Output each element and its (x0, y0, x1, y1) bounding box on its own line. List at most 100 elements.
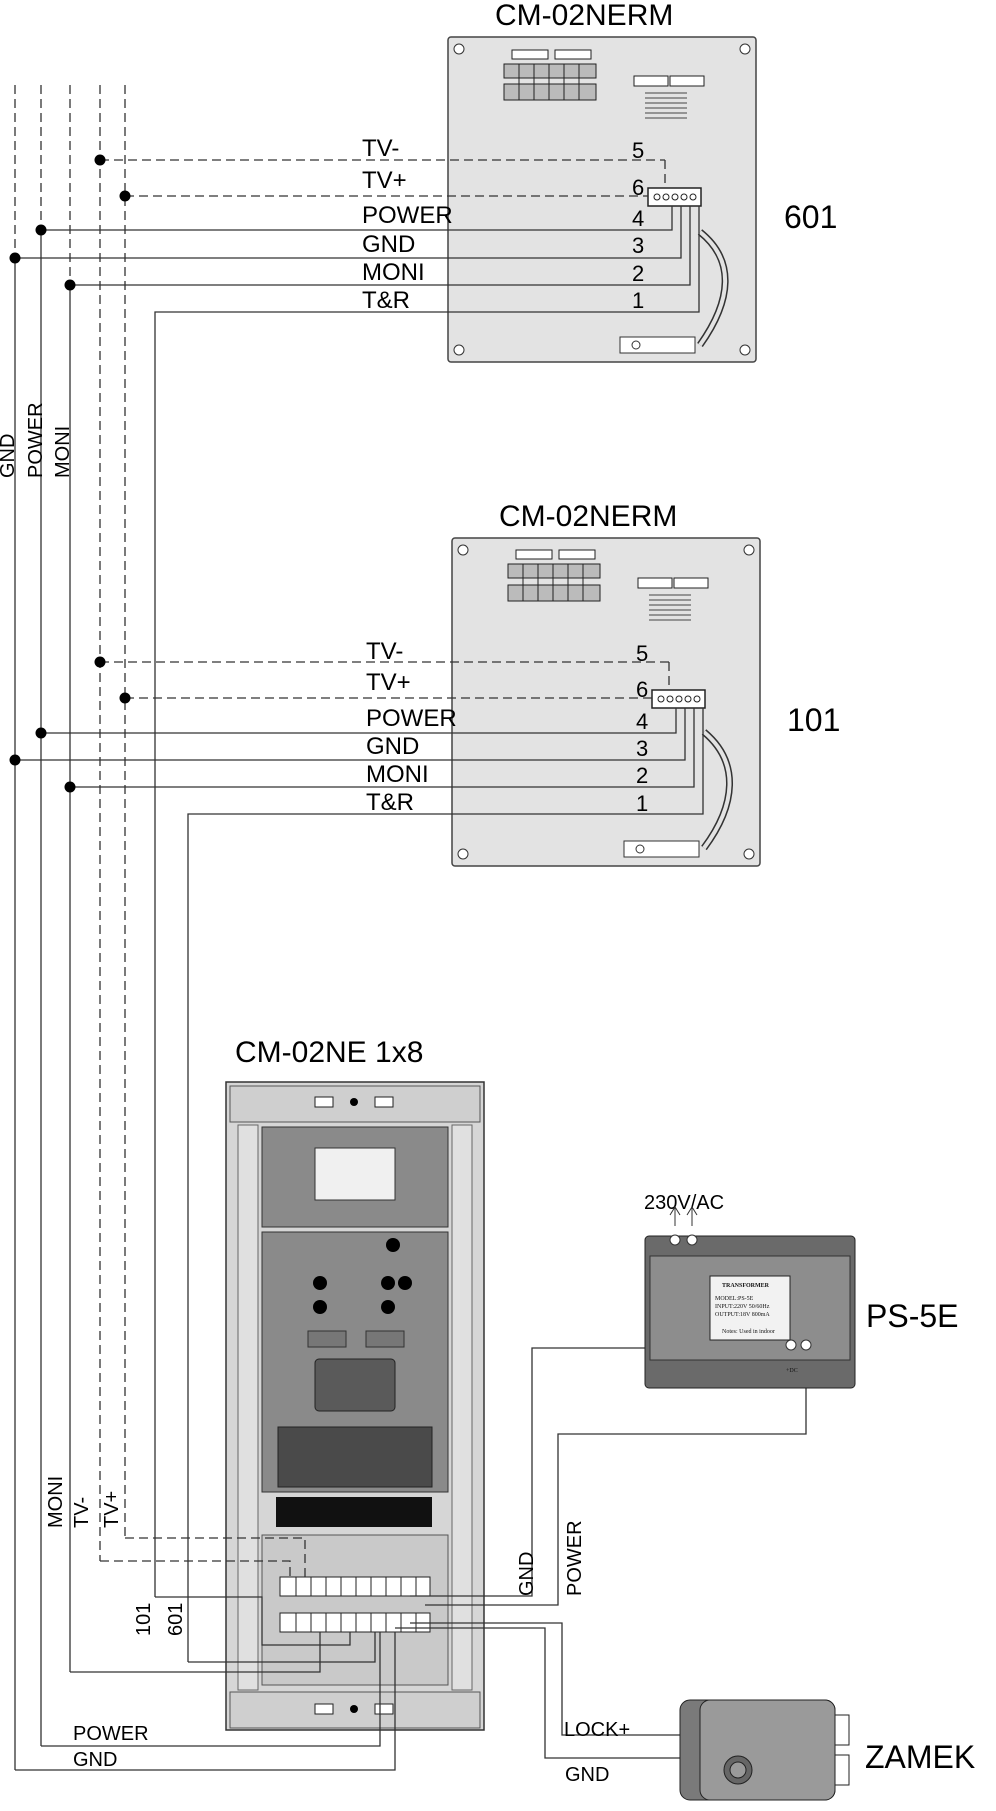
wire-power-ds (41, 1632, 381, 1747)
junction-dot (119, 190, 131, 202)
pin-number: 5 (636, 641, 648, 666)
wire-lock-gnd (395, 1627, 682, 1759)
monitor-601-wires (9, 154, 700, 1597)
wire-psu-power (425, 1345, 807, 1606)
wire-601-ds (155, 1596, 351, 1646)
handset-cable-icon (623, 729, 733, 858)
terminal-label: T&R (362, 287, 410, 314)
wire-moni (70, 708, 695, 788)
terminal-label: POWER (366, 705, 457, 732)
pin-number: 6 (636, 677, 648, 702)
wire-gnd-ds (15, 1632, 396, 1771)
junction-dot (64, 279, 76, 291)
lock-gnd-label: GND (565, 1764, 609, 1786)
screw-icon (453, 344, 465, 356)
door-lock: ZAMEK (679, 1699, 975, 1801)
power-supply: 230V/AC TRANSFORMER MODEL:PS-5E INPUT:22… (644, 1192, 958, 1389)
wire-101-ds (188, 1632, 376, 1663)
terminal-label: MONI (366, 761, 429, 788)
psu-model: PS-5E (866, 1298, 958, 1334)
terminal-label: GND (362, 231, 415, 258)
screw-icon (457, 848, 469, 860)
wire-gnd (15, 708, 686, 761)
screw-icon (743, 848, 755, 860)
terminal-icon (669, 1234, 681, 1246)
terminal-label: TV- (362, 135, 399, 162)
terminal-area (261, 1534, 449, 1686)
bus-label-gnd: GND (0, 434, 19, 478)
camera-window (314, 1147, 396, 1201)
handset-cable-icon (619, 229, 729, 354)
plate-line: Notes: Used in indoor (722, 1329, 775, 1335)
monitor-601-terminal-labels: TV- TV+ POWER GND MONI T&R 5 6 4 3 2 1 (362, 135, 644, 314)
door-station-model: CM-02NE 1x8 (235, 1036, 423, 1069)
screw-icon (739, 344, 751, 356)
side-rail (237, 1124, 259, 1691)
wire-moni (70, 206, 691, 286)
speaker-grille (314, 1358, 396, 1412)
monitor-101: CM-02NERM (451, 500, 840, 867)
junction-dot (119, 692, 131, 704)
connector-icon (637, 577, 709, 621)
psu-label-power: POWER (564, 1520, 586, 1596)
terminal-block-icon (507, 549, 601, 602)
psu-label-gnd: GND (516, 1552, 538, 1596)
monitor-board (447, 36, 757, 363)
pin-number: 2 (636, 763, 648, 788)
terminal-icon (800, 1339, 812, 1351)
wire-power (41, 708, 677, 734)
junction-dot (94, 154, 106, 166)
terminal-label: GND (366, 733, 419, 760)
bus-label-moni: MONI (52, 426, 74, 478)
wire-gnd (15, 206, 682, 259)
junction-dot (35, 727, 47, 739)
pin-number: 6 (632, 175, 644, 200)
door-label-601: 601 (165, 1603, 187, 1636)
screw-icon (739, 43, 751, 55)
plate-mark: +DC (786, 1368, 798, 1374)
plate-title: TRANSFORMER (722, 1283, 770, 1289)
junction-dot (9, 252, 21, 264)
wire-tv-minus-ds (100, 1560, 291, 1577)
terminal-label: TV+ (362, 167, 407, 194)
lock-plus-label: LOCK+ (564, 1719, 630, 1741)
monitor-101-terminal-labels: TV- TV+ POWER GND MONI T&R 5 6 4 3 2 1 (366, 638, 648, 816)
pin-number: 4 (636, 709, 648, 734)
bus-label-power: POWER (25, 402, 47, 478)
screw-icon (743, 544, 755, 556)
name-plate (277, 1426, 433, 1488)
bottom-label-power: POWER (73, 1723, 149, 1745)
door-label-101: 101 (133, 1603, 155, 1636)
plate-line: OUTPUT:18V 800mA (715, 1312, 770, 1318)
wire-lock-plus (410, 1622, 682, 1736)
side-rail (451, 1124, 473, 1691)
terminal-strip-upper (279, 1576, 431, 1597)
pin-number: 1 (632, 288, 644, 313)
bus-lines (14, 85, 126, 1770)
label-strip (276, 1497, 432, 1527)
plate-line: INPUT:220V 50/60Hz (715, 1304, 770, 1310)
door-label-tv-plus: TV+ (101, 1491, 123, 1528)
wire-tv-plus-ds (125, 1537, 306, 1577)
pin-number: 3 (632, 233, 644, 258)
wire-tr-101 (187, 708, 704, 1662)
terminal-label: POWER (362, 202, 453, 229)
pin-number: 2 (632, 261, 644, 286)
monitor-601: CM-02NERM (447, 0, 837, 363)
psu-nameplate (709, 1275, 791, 1341)
plate-line: MODEL:PS-5E (715, 1296, 754, 1302)
terminal-label: T&R (366, 789, 414, 816)
wire-connector-icon (651, 689, 706, 709)
wire-connector-icon (647, 187, 702, 207)
junction-dot (64, 781, 76, 793)
pin-number: 4 (632, 206, 644, 231)
terminal-block-icon (503, 49, 597, 101)
monitor-model-title: CM-02NERM (495, 0, 673, 32)
terminal-label: MONI (362, 259, 425, 286)
terminal-label: TV- (366, 638, 403, 665)
apartment-number: 101 (787, 702, 840, 738)
door-label-tv-minus: TV- (71, 1497, 93, 1528)
arrow-up-icon (669, 1206, 698, 1226)
terminal-label: TV+ (366, 669, 411, 696)
